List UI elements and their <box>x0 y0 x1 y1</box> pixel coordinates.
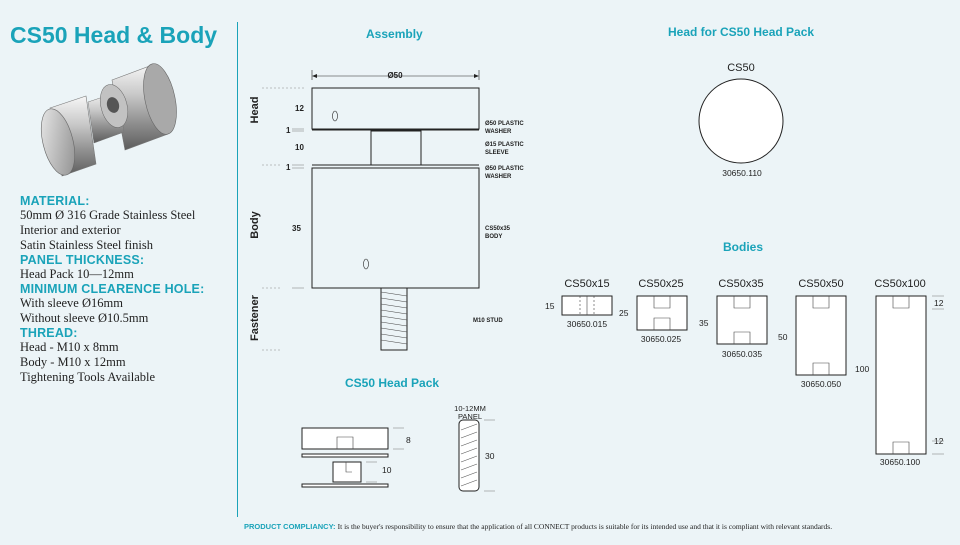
pack-dim-head: 8 <box>406 435 411 445</box>
stud-thread <box>380 291 408 345</box>
body-code: 30650.100 <box>880 457 920 467</box>
callout-sleeve: Ø15 PLASTIC <box>485 142 524 148</box>
body-label: CS50x25 <box>638 278 683 290</box>
dim-sleeve: 10 <box>295 143 304 152</box>
bodies-heading: Bodies <box>723 240 764 254</box>
body-rect-cs50x100 <box>875 295 927 455</box>
spec-material: MATERIAL: 50mm Ø 316 Grade Stainless Ste… <box>20 194 235 253</box>
body-dim: 50 <box>778 332 788 342</box>
body-rect-cs50x35 <box>716 295 768 345</box>
spec-heading: THREAD: <box>20 326 78 340</box>
head-label: CS50 <box>727 62 755 74</box>
spec-line: Tightening Tools Available <box>20 370 156 384</box>
head-circle <box>698 78 784 164</box>
body-code: 30650.025 <box>641 334 681 344</box>
spec-clearance-hole: MINIMUM CLEARENCE HOLE: With sleeve Ø16m… <box>20 282 235 326</box>
spec-thread: THREAD: Head - M10 x 8mm Body - M10 x 12… <box>20 326 235 385</box>
spec-heading: MINIMUM CLEARENCE HOLE: <box>20 282 205 296</box>
body-rect-cs50x50 <box>795 295 847 376</box>
body-label: CS50x15 <box>564 278 609 290</box>
assembly-stud <box>380 287 408 351</box>
panel-hatch <box>460 423 478 487</box>
callout-washer: Ø50 PLASTIC <box>485 166 524 172</box>
body-dim: 100 <box>855 364 869 374</box>
body-dim: 25 <box>619 308 629 318</box>
pack-washer <box>301 483 389 488</box>
dim-head: 12 <box>295 104 304 113</box>
dim-washer: 1 <box>286 126 291 135</box>
callout-washer: Ø50 PLASTIC <box>485 121 524 127</box>
body-dim: 35 <box>699 318 709 328</box>
spec-line: Satin Stainless Steel finish <box>20 238 153 252</box>
footer-compliancy: PRODUCT COMPLIANCY: It is the buyer's re… <box>244 522 832 531</box>
side-label-head: Head <box>249 97 261 124</box>
body-code: 30650.015 <box>567 319 607 329</box>
assembly-heading: Assembly <box>366 27 423 41</box>
body-dim: 15 <box>545 301 555 311</box>
pack-panel-label: PANEL <box>458 412 482 421</box>
callout-stud: M10 STUD <box>473 318 503 324</box>
spec-line: Without sleeve Ø10.5mm <box>20 311 149 325</box>
dim-washer: 1 <box>286 163 291 172</box>
spec-line: Head Pack 10—12mm <box>20 267 134 281</box>
body-label: CS50x100 <box>874 278 925 290</box>
assembly-head <box>311 87 480 130</box>
body-code: 30650.035 <box>722 349 762 359</box>
dim-body: 35 <box>292 224 301 233</box>
pack-panel-label: 10-12MM <box>454 404 486 413</box>
spec-heading: MATERIAL: <box>20 194 90 208</box>
body-hole-marks <box>579 296 910 454</box>
spec-line: With sleeve Ø16mm <box>20 296 123 310</box>
head-pack-head-heading: Head for CS50 Head Pack <box>668 25 815 39</box>
callout-body: BODY <box>485 234 502 240</box>
assembly-sleeve <box>370 130 422 166</box>
side-label-fastener: Fastener <box>249 294 261 341</box>
body-label: CS50x35 <box>718 278 763 290</box>
callout-washer: WASHER <box>485 174 512 180</box>
callout-washer: WASHER <box>485 129 512 135</box>
pack-panel-dim: 30 <box>485 451 495 461</box>
spec-list: MATERIAL: 50mm Ø 316 Grade Stainless Ste… <box>20 194 235 385</box>
pack-head <box>301 427 389 450</box>
pack-washer <box>301 453 389 458</box>
body-label: CS50x50 <box>798 278 843 290</box>
head-code: 30650.110 <box>722 168 762 178</box>
spec-line: Interior and exterior <box>20 223 121 237</box>
vertical-divider <box>237 22 238 517</box>
body-rect-cs50x25 <box>636 295 688 331</box>
footer-label: PRODUCT COMPLIANCY: <box>244 522 336 531</box>
body-end-dim: 12 <box>934 298 944 308</box>
callout-body: CS50x35 <box>485 226 511 232</box>
body-code: 30650.050 <box>801 379 841 389</box>
spec-line: 50mm Ø 316 Grade Stainless Steel <box>20 208 196 222</box>
spec-panel-thickness: PANEL THICKNESS: Head Pack 10—12mm <box>20 253 235 282</box>
assembly-diameter-label: Ø50 <box>387 71 403 80</box>
spec-line: Head - M10 x 8mm <box>20 340 119 354</box>
spec-heading: PANEL THICKNESS: <box>20 253 145 267</box>
pack-dim-sleeve: 10 <box>382 465 392 475</box>
spec-line: Body - M10 x 12mm <box>20 355 126 369</box>
assembly-body <box>311 167 480 289</box>
callout-sleeve: SLEEVE <box>485 150 509 156</box>
side-label-body: Body <box>249 210 261 238</box>
footer-text: It is the buyer's responsibility to ensu… <box>337 522 833 531</box>
page-title: CS50 Head & Body <box>10 22 218 48</box>
head-pack-heading: CS50 Head Pack <box>345 376 440 390</box>
